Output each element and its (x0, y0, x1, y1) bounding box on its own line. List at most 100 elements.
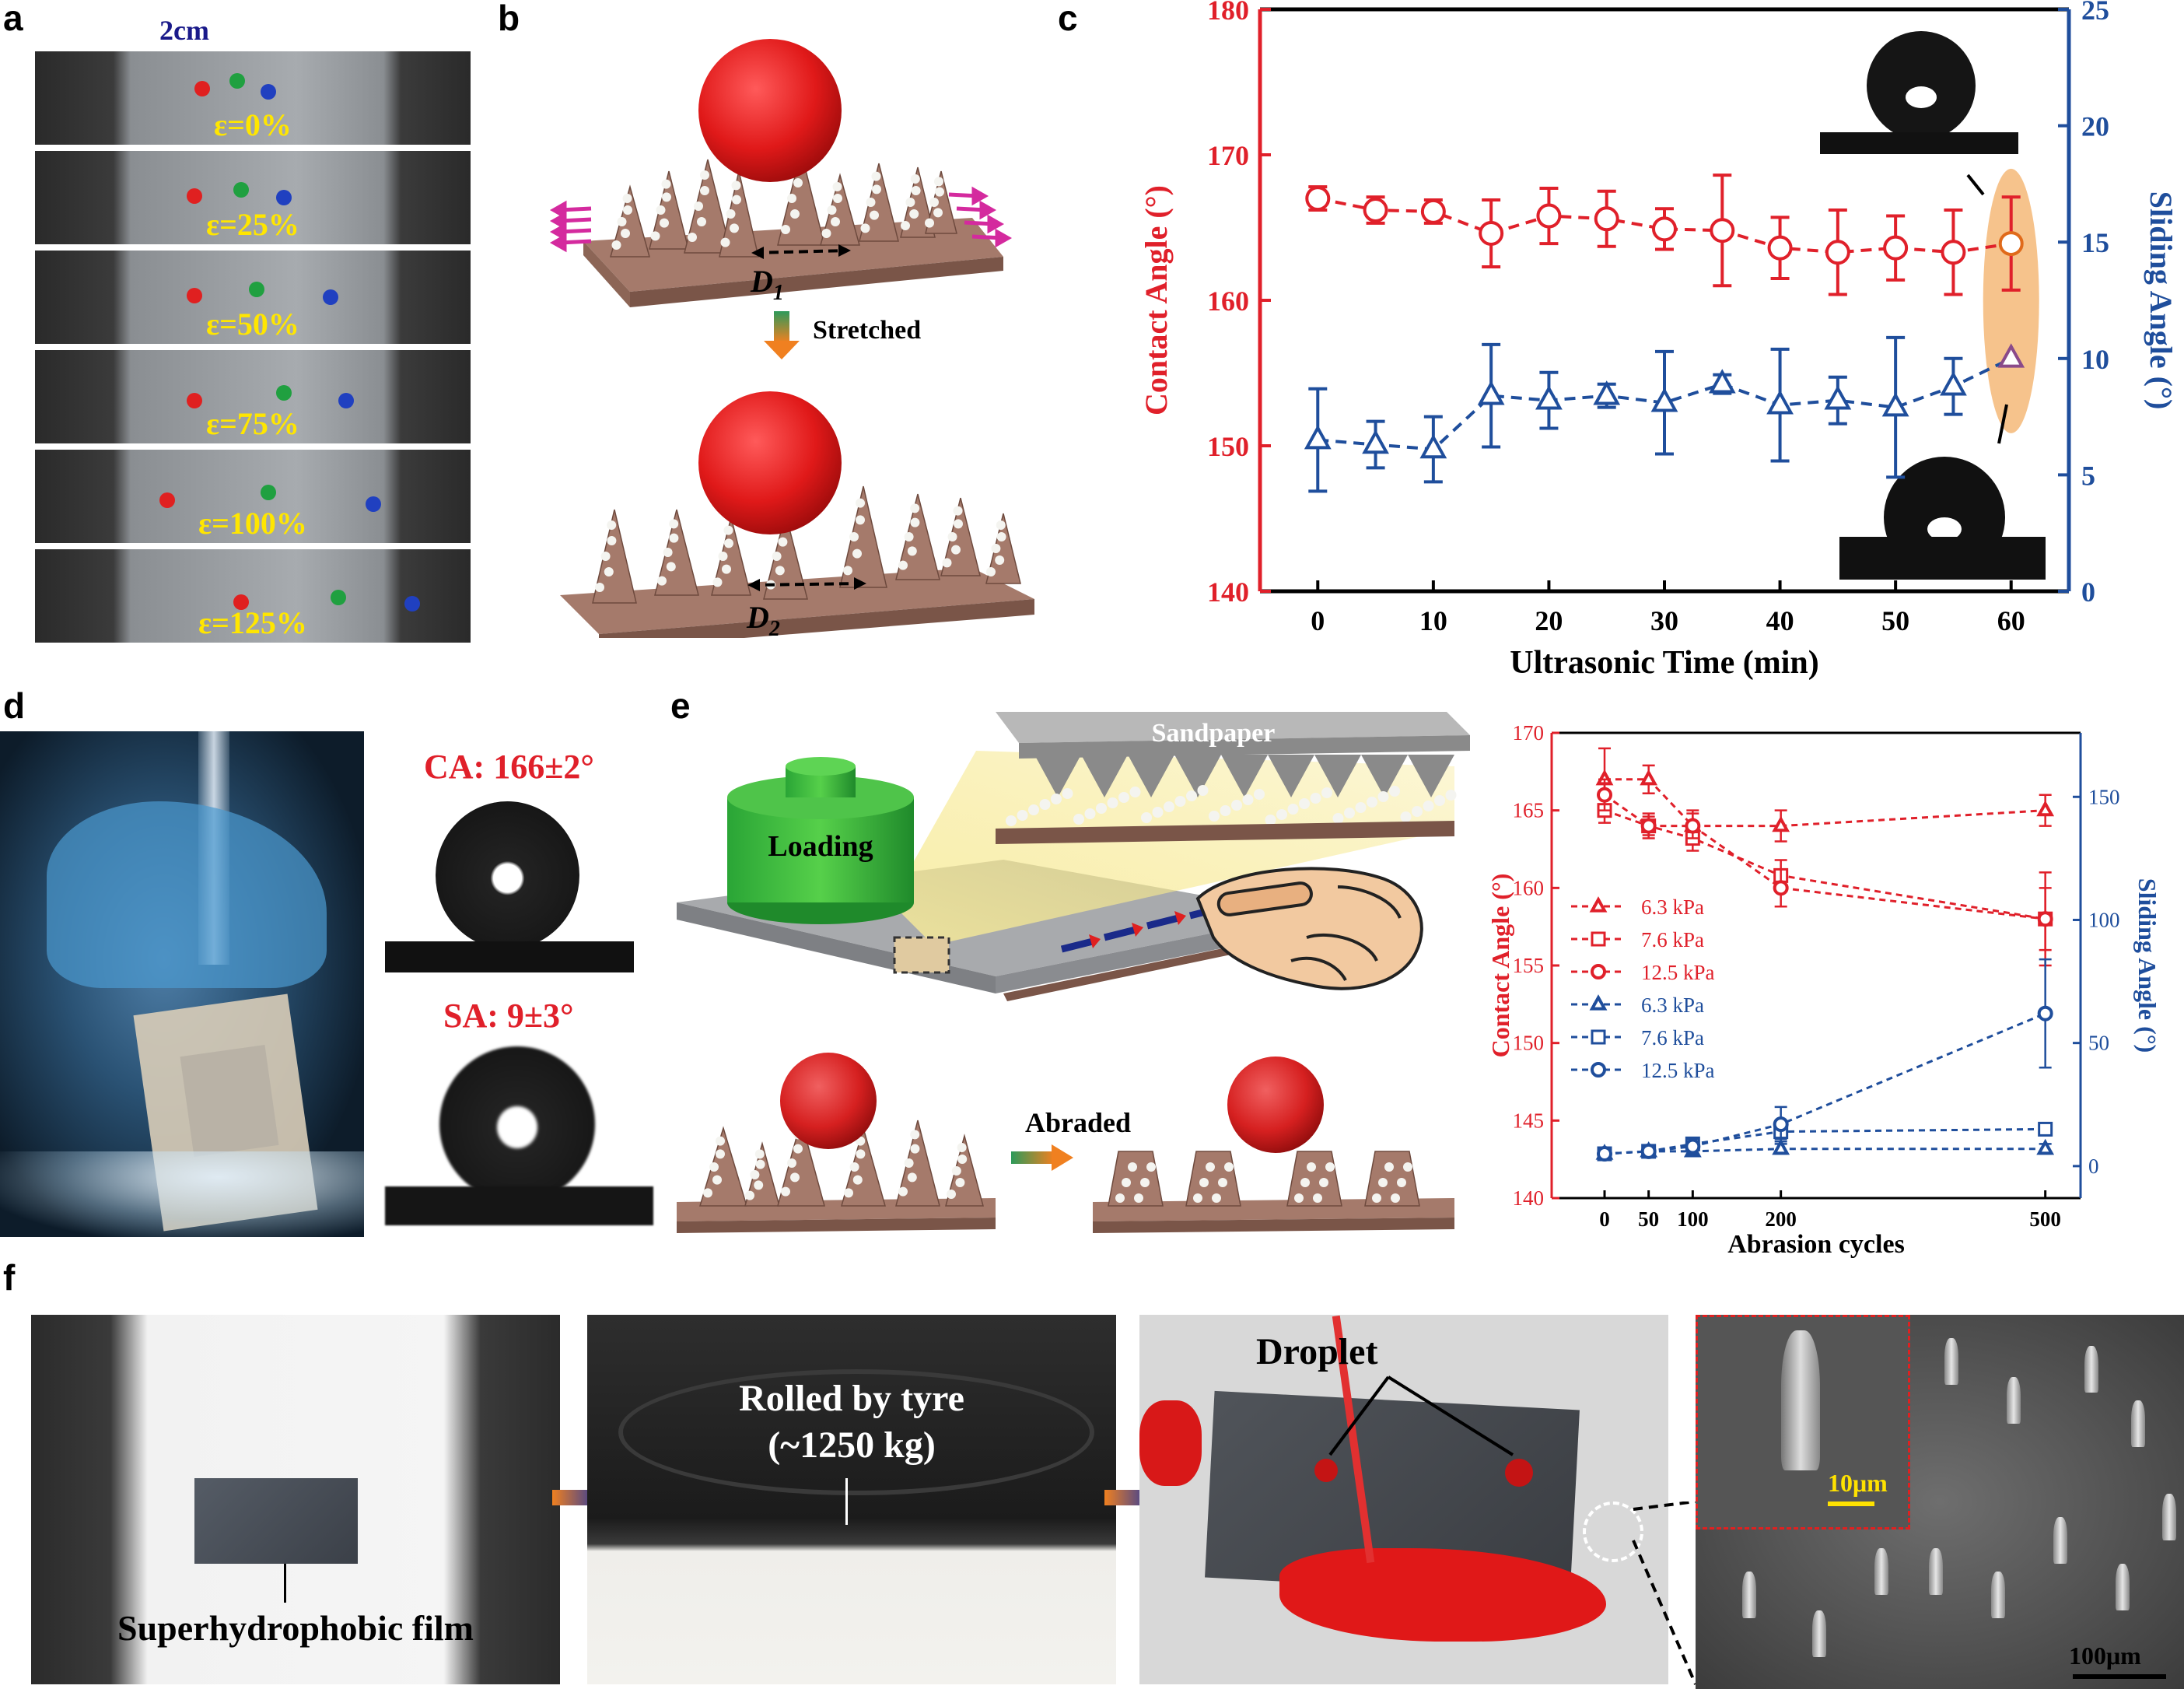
x-tick-label: 60 (1997, 605, 2025, 636)
data-point (2038, 1121, 2053, 1137)
scale-label-2cm: 2cm (159, 15, 209, 46)
sem-image: 10μm 100μm (1696, 1315, 2184, 1689)
legend-marker (1589, 994, 1608, 1011)
series-line (1604, 1127, 2046, 1155)
panel-letter-d: d (3, 685, 26, 726)
data-point (1419, 433, 1447, 459)
droplet-dot (187, 288, 202, 303)
y-left-tick-label: 140 (1207, 576, 1249, 608)
legend-label: 6.3 kPa (1641, 993, 1704, 1017)
sa-label: SA: 9±3° (443, 997, 574, 1035)
strain-label: ε=100% (198, 506, 307, 541)
blood-drop-photo: Droplet (1139, 1315, 1668, 1684)
x-tick-label: 10 (1419, 605, 1447, 636)
y-right-tick-label: 100 (2088, 908, 2120, 931)
data-point (1766, 390, 1794, 415)
d2-label: D2 (746, 600, 780, 638)
sem-spike (2007, 1377, 2021, 1424)
sem-spike (2084, 1346, 2098, 1393)
y-right-tick-label: 5 (2081, 460, 2095, 491)
droplet-dot (404, 596, 420, 611)
hand-illustration (1195, 867, 1423, 990)
inset-drop-bottom (1839, 457, 2046, 580)
strain-label: ε=75% (206, 406, 299, 441)
droplet-dot (338, 393, 354, 408)
legend-marker (1591, 1062, 1606, 1078)
droplet-dot (249, 282, 264, 297)
y-right-tick-label: 25 (2081, 0, 2109, 26)
y-left-tick-label: 165 (1513, 799, 1545, 822)
x-tick-label: 50 (1638, 1207, 1659, 1231)
droplet-dot (229, 73, 245, 89)
data-point (1536, 203, 1562, 229)
data-point (1685, 818, 1701, 834)
series-sliding-angle (1304, 335, 2025, 493)
droplet-dot (366, 496, 381, 512)
strain-label: ε=25% (206, 207, 299, 242)
y-left-tick-label: 145 (1513, 1109, 1545, 1132)
data-point (1772, 1138, 1790, 1155)
tyre-label-line1: Rolled by tyre (739, 1378, 964, 1419)
sem-spike (2162, 1494, 2176, 1540)
y-left-tick-label: 160 (1513, 876, 1545, 899)
y-right-tick-label: 20 (2081, 111, 2109, 142)
sem-spike (1742, 1572, 1756, 1618)
panel-letter-a: a (3, 0, 23, 38)
legend-entry: 6.3 kPa (1571, 993, 1704, 1017)
series-line (1604, 794, 2046, 920)
droplet-dot (276, 190, 292, 205)
legend-label: 12.5 kPa (1641, 961, 1715, 984)
droplet-dot (187, 188, 202, 204)
droplet-dot (276, 385, 292, 401)
legend-marker (1591, 931, 1606, 947)
sem-spike (1944, 1338, 1958, 1385)
stretched-label: Stretched (813, 316, 921, 345)
droplet-dot (331, 590, 346, 605)
y-left-axis-label: Contact Angle (°) (1139, 185, 1174, 415)
zoom-lines (1632, 1502, 1697, 1685)
droplet-dot (261, 84, 276, 100)
inset-drop-top (1820, 31, 2018, 154)
stretch-schematic: D1 Stretched D2 (549, 39, 1034, 638)
droplet-dot (187, 393, 202, 408)
sandpaper-label: Sandpaper (1152, 719, 1276, 748)
y-left-tick-label: 170 (1207, 140, 1249, 171)
highlight-ellipse (1983, 168, 2039, 433)
series-left-0 (1595, 747, 2055, 843)
x-tick-label: 0 (1599, 1207, 1610, 1231)
x-tick-label: 50 (1881, 605, 1909, 636)
series-contact-angle (1305, 173, 2024, 296)
data-point (1363, 198, 1388, 223)
ca-label: CA: 166±2° (424, 748, 594, 786)
scale-main-label: 100μm (2069, 1642, 2141, 1670)
data-point (1824, 385, 1852, 410)
data-point (1593, 380, 1621, 405)
series-right-3 (1595, 1138, 2055, 1160)
droplet-label: Droplet (1256, 1331, 1378, 1372)
inset-pointer-top (1966, 173, 1985, 196)
droplet-after (1227, 1057, 1324, 1153)
droplet-top (698, 39, 842, 182)
y-right-axis-label: Sliding Angle (°) (2133, 878, 2161, 1053)
panel-letter-c: c (1058, 0, 1078, 38)
data-point (1772, 815, 1790, 832)
droplet-dot (159, 492, 175, 508)
y-right-tick-label: 0 (2081, 576, 2095, 608)
y-left-tick-label: 180 (1207, 0, 1249, 26)
legend-entry: 7.6 kPa (1571, 1026, 1704, 1049)
data-point (1640, 1143, 1657, 1159)
droplet-dot (233, 594, 249, 610)
series-right-4 (1597, 1121, 2053, 1162)
abraded-label: Abraded (1025, 1107, 1131, 1138)
y-right-tick-label: 150 (2088, 785, 2120, 808)
data-point (1940, 371, 1967, 396)
x-tick-label: 500 (2029, 1207, 2061, 1231)
strain-label: ε=125% (198, 605, 307, 640)
data-point (1652, 216, 1677, 242)
strain-photo: ε=75% (35, 350, 471, 443)
strain-label: ε=50% (206, 307, 299, 342)
y-left-tick-label: 155 (1513, 954, 1545, 977)
data-point (1708, 369, 1736, 394)
